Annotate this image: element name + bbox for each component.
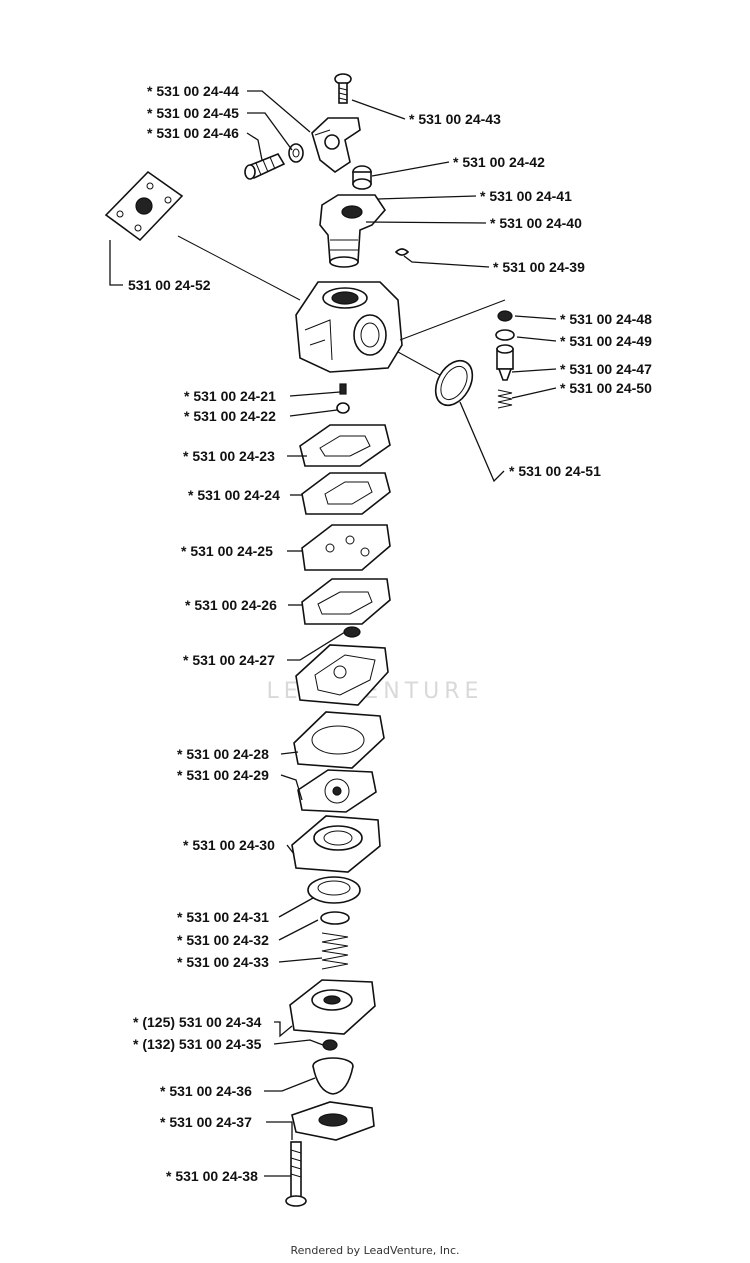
- footer-credit: Rendered by LeadVenture, Inc.: [290, 1244, 460, 1257]
- part-24-50-spring[interactable]: [497, 389, 513, 409]
- part-24-46-screw[interactable]: [244, 153, 286, 180]
- label-24-32: * 531 00 24-32: [177, 932, 269, 948]
- part-24-22[interactable]: [336, 402, 350, 414]
- label-24-21: * 531 00 24-21: [184, 388, 276, 404]
- label-24-51: * 531 00 24-51: [509, 463, 601, 479]
- part-24-31-plate[interactable]: [307, 876, 361, 904]
- label-24-24: * 531 00 24-24: [188, 487, 280, 503]
- part-24-21[interactable]: [339, 383, 347, 395]
- part-24-30-body[interactable]: [291, 815, 381, 873]
- label-24-43: * 531 00 24-43: [409, 111, 501, 127]
- part-24-39-clip[interactable]: [394, 248, 410, 256]
- part-24-42[interactable]: [352, 165, 372, 190]
- label-24-38: * 531 00 24-38: [166, 1168, 258, 1184]
- part-24-49-oring[interactable]: [495, 329, 515, 341]
- part-24-47-needle[interactable]: [496, 344, 514, 381]
- label-24-25: * 531 00 24-25: [181, 543, 273, 559]
- part-24-43-screw[interactable]: [334, 73, 352, 104]
- part-24-36-cup[interactable]: [312, 1057, 354, 1095]
- part-24-28-gasket[interactable]: [293, 711, 385, 769]
- label-24-49: * 531 00 24-49: [560, 333, 652, 349]
- part-24-45-nut[interactable]: [288, 143, 304, 163]
- label-24-29: * 531 00 24-29: [177, 767, 269, 783]
- assembly-line-needle: [399, 299, 506, 341]
- label-24-41: * 531 00 24-41: [480, 188, 572, 204]
- part-24-25-gasket[interactable]: [301, 524, 391, 571]
- part-24-48[interactable]: [497, 310, 513, 322]
- label-24-34: * (125) 531 00 24-34: [133, 1014, 262, 1030]
- part-24-26-gasket[interactable]: [301, 578, 391, 625]
- label-24-39: * 531 00 24-39: [493, 259, 585, 275]
- part-24-35-washer[interactable]: [322, 1039, 338, 1051]
- label-24-42: * 531 00 24-42: [453, 154, 545, 170]
- label-24-48: * 531 00 24-48: [560, 311, 652, 327]
- part-24-40-housing[interactable]: [319, 194, 387, 268]
- label-24-40: * 531 00 24-40: [490, 215, 582, 231]
- label-24-23: * 531 00 24-23: [183, 448, 275, 464]
- label-24-26: * 531 00 24-26: [185, 597, 277, 613]
- label-24-22: * 531 00 24-22: [184, 408, 276, 424]
- part-24-38-bolt[interactable]: [285, 1141, 307, 1207]
- part-24-27-pump-body[interactable]: [295, 626, 389, 706]
- label-24-37: * 531 00 24-37: [160, 1114, 252, 1130]
- part-24-23-gasket[interactable]: [299, 424, 391, 467]
- label-24-35: * (132) 531 00 24-35: [133, 1036, 262, 1052]
- label-24-31: * 531 00 24-31: [177, 909, 269, 925]
- part-24-52-gasket[interactable]: [104, 170, 184, 242]
- part-24-29-diaphragm[interactable]: [297, 769, 377, 813]
- label-24-30: * 531 00 24-30: [183, 837, 275, 853]
- part-24-34-cover[interactable]: [289, 979, 376, 1035]
- assembly-line-gasket: [177, 235, 301, 301]
- label-24-52: 531 00 24-52: [128, 277, 211, 293]
- part-24-51-ring[interactable]: [428, 354, 480, 412]
- part-carburetor-body[interactable]: [295, 281, 403, 373]
- part-24-33-spring[interactable]: [321, 932, 349, 970]
- assembly-line-ring: [397, 351, 441, 376]
- label-24-33: * 531 00 24-33: [177, 954, 269, 970]
- label-24-46: * 531 00 24-46: [147, 125, 239, 141]
- label-24-36: * 531 00 24-36: [160, 1083, 252, 1099]
- label-24-45: * 531 00 24-45: [147, 105, 239, 121]
- leader-lines: [109, 90, 557, 1177]
- label-24-47: * 531 00 24-47: [560, 361, 652, 377]
- part-24-44-lever[interactable]: [311, 117, 361, 173]
- part-24-37-plate[interactable]: [291, 1101, 375, 1141]
- part-24-24-gasket[interactable]: [301, 472, 391, 515]
- label-24-50: * 531 00 24-50: [560, 380, 652, 396]
- label-24-28: * 531 00 24-28: [177, 746, 269, 762]
- label-24-44: * 531 00 24-44: [147, 83, 239, 99]
- part-24-32-disc[interactable]: [320, 911, 350, 925]
- label-24-27: * 531 00 24-27: [183, 652, 275, 668]
